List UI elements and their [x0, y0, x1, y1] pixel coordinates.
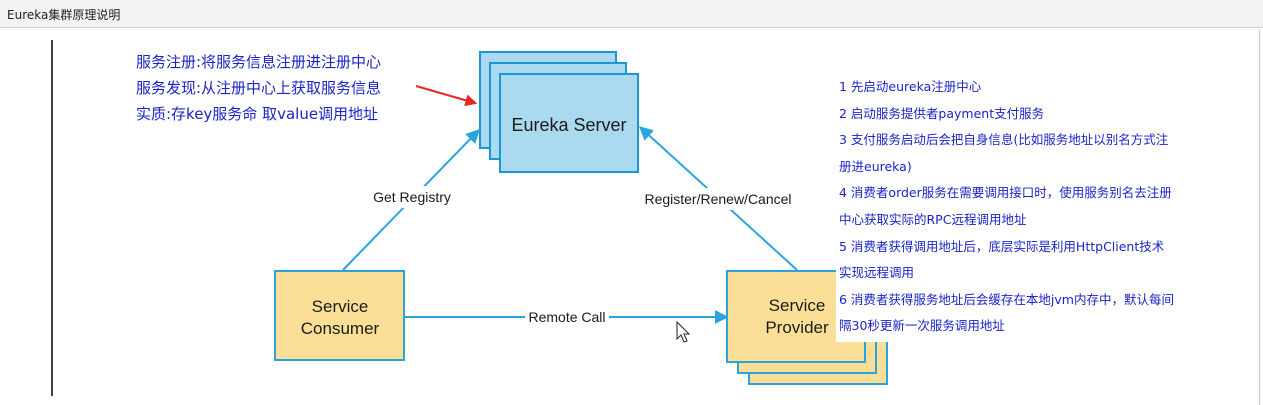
window-title: Eureka集群原理说明: [7, 8, 121, 22]
remote-call-label: Remote Call: [528, 309, 605, 325]
consumer-label-line2: Consumer: [301, 319, 380, 338]
frame-border: [1259, 30, 1260, 405]
mouse-cursor-icon: [676, 320, 691, 343]
annotation-arrow: [415, 85, 478, 107]
note-line: 实质:存key服务命 取value调用地址: [136, 105, 379, 123]
concept-notes: 服务注册:将服务信息注册进注册中心 服务发现:从注册中心上获取服务信息 实质:存…: [136, 49, 381, 127]
server-box: [499, 73, 639, 173]
step-line: 实现远程调用: [839, 265, 915, 281]
quote-rule: [51, 40, 53, 396]
remote-call-label-bg: [525, 307, 609, 327]
get-registry-label-bg: [370, 186, 454, 208]
steps-list: 1 先启动eureka注册中心 2 启动服务提供者payment支付服务 3 支…: [839, 74, 1221, 340]
step-line: 2 启动服务提供者payment支付服务: [839, 105, 1045, 121]
register-label-bg: [644, 188, 794, 210]
register-label: Register/Renew/Cancel: [644, 191, 791, 207]
step-line: 4 消费者order服务在需要调用接口时，使用服务别名去注册: [839, 185, 1172, 201]
step-line: 5 消费者获得调用地址后，底层实际是利用HttpClient技术: [839, 238, 1165, 254]
consumer-label-line1: Service: [312, 297, 369, 316]
server-label: Eureka Server: [511, 115, 626, 135]
window-titlebar: Eureka集群原理说明: [0, 0, 1263, 28]
step-line: 6 消费者获得服务地址后会缓存在本地jvm内存中，默认每间: [839, 291, 1174, 307]
step-line: 册进eureka): [839, 158, 912, 174]
consumer-box: [274, 270, 405, 361]
provider-label-line2: Provider: [765, 318, 829, 337]
note-line: 服务注册:将服务信息注册进注册中心: [136, 53, 382, 71]
get-registry-label: Get Registry: [373, 189, 451, 205]
steps-panel: [836, 70, 1222, 342]
note-line: 服务发现:从注册中心上获取服务信息: [136, 79, 382, 97]
provider-label-line1: Service: [769, 296, 826, 315]
step-line: 3 支付服务启动后会把自身信息(比如服务地址以别名方式注: [839, 132, 1169, 148]
step-line: 1 先启动eureka注册中心: [839, 79, 982, 94]
step-line: 中心获取实际的RPC远程调用地址: [839, 211, 1027, 227]
step-line: 隔30秒更新一次服务调用地址: [839, 318, 1005, 334]
